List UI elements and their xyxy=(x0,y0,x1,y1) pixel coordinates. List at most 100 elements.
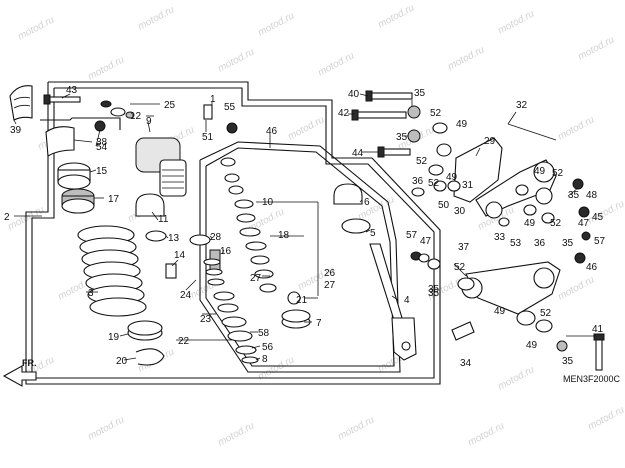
leader-lines xyxy=(13,93,596,361)
callout-49e: 49 xyxy=(494,306,506,317)
watermark-text: motod.ru xyxy=(16,14,56,42)
callout-32: 32 xyxy=(516,100,528,111)
callout-39: 39 xyxy=(10,125,22,136)
watermark-text: motod.ru xyxy=(466,420,506,448)
direction-label: FR. xyxy=(22,358,37,368)
callout-51: 51 xyxy=(202,132,214,143)
callout-35e: 35 xyxy=(562,238,574,249)
nut-35b xyxy=(407,129,421,143)
bearing-52f xyxy=(457,277,475,291)
watermark-text: motod.ru xyxy=(136,4,176,32)
callout-35f: 35 xyxy=(428,288,440,299)
callout-52a: 52 xyxy=(430,108,442,119)
callout-38: 38 xyxy=(96,137,108,148)
watermark-text: motod.ru xyxy=(216,46,256,74)
valve-stack xyxy=(220,157,277,293)
callout-47a: 47 xyxy=(578,218,590,229)
callout-52e: 52 xyxy=(550,218,562,229)
callout-58: 58 xyxy=(258,328,270,339)
callout-16: 16 xyxy=(220,246,232,257)
callout-3: 3 xyxy=(88,288,94,299)
callout-37: 37 xyxy=(458,242,470,253)
callout-11: 11 xyxy=(158,214,169,225)
callout-40: 40 xyxy=(348,89,360,100)
callout-34: 34 xyxy=(460,358,472,369)
watermark-text: motod.ru xyxy=(446,44,486,72)
shim-stack xyxy=(203,258,259,364)
callout-35d: 35 xyxy=(568,190,580,201)
watermark-text: motod.ru xyxy=(556,114,596,142)
callout-42: 42 xyxy=(338,108,350,119)
callout-23: 23 xyxy=(200,314,212,325)
nut-35a xyxy=(407,105,421,119)
callout-49f: 49 xyxy=(526,340,538,351)
callout-49d: 49 xyxy=(524,218,536,229)
callout-29: 29 xyxy=(484,136,496,147)
seal-13 xyxy=(145,230,167,242)
watermark-text: motod.ru xyxy=(336,414,376,442)
callout-9: 9 xyxy=(146,116,152,127)
watermark-text: motod.ru xyxy=(216,420,256,448)
nut-35g xyxy=(556,340,568,352)
callout-35b: 35 xyxy=(396,132,408,143)
callout-35c: 35 xyxy=(428,284,440,295)
callout-13: 13 xyxy=(168,233,180,244)
cap-55 xyxy=(226,122,238,134)
callout-52g: 52 xyxy=(540,308,552,319)
callout-49a: 49 xyxy=(456,119,468,130)
bolt-44 xyxy=(381,148,411,156)
callout-8: 8 xyxy=(262,354,268,365)
callout-41: 41 xyxy=(592,324,604,335)
callout-20: 20 xyxy=(116,356,128,367)
bolt-41 xyxy=(595,335,603,371)
nut-54 xyxy=(94,120,106,132)
callout-33: 33 xyxy=(494,232,506,243)
rubber-boot xyxy=(9,85,33,121)
callout-5: 5 xyxy=(370,228,376,239)
callout-50: 50 xyxy=(438,200,450,211)
ring-28 xyxy=(189,234,211,246)
watermark-text: motod.ru xyxy=(86,54,126,82)
watermark-text: motod.ru xyxy=(316,50,356,78)
coil-spring xyxy=(77,225,147,317)
callout-36a: 36 xyxy=(412,176,424,187)
callout-12: 12 xyxy=(130,111,142,122)
watermark-text: motod.ru xyxy=(256,10,296,38)
callout-4: 4 xyxy=(404,295,410,306)
callout-24: 24 xyxy=(180,290,192,301)
rod-eye xyxy=(391,317,417,361)
collar-34 xyxy=(451,321,475,341)
watermark-text: motod.ru xyxy=(376,2,416,30)
parts xyxy=(2,85,605,387)
callout-47b: 47 xyxy=(420,236,432,247)
callout-46b: 46 xyxy=(586,262,598,273)
callout-52d: 52 xyxy=(552,168,564,179)
callout-21: 21 xyxy=(296,295,308,306)
callout-52c: 52 xyxy=(428,178,440,189)
callout-57b: 57 xyxy=(594,236,606,247)
callout-18: 18 xyxy=(278,230,290,241)
watermark-text: motod.ru xyxy=(286,114,326,142)
callout-26: 26 xyxy=(324,268,336,279)
callout-49c: 49 xyxy=(534,166,546,177)
callout-45: 45 xyxy=(592,212,604,223)
callout-31: 31 xyxy=(462,180,474,191)
watermark-text: motod.ru xyxy=(86,414,126,442)
holder-38 xyxy=(45,126,75,157)
callout-35a: 35 xyxy=(414,88,426,99)
callout-17: 17 xyxy=(108,194,120,205)
callout-56: 56 xyxy=(262,342,274,353)
bladder-11 xyxy=(135,193,165,217)
callout-22: 22 xyxy=(178,336,190,347)
callout-55: 55 xyxy=(224,102,236,113)
callout-52b: 52 xyxy=(416,156,428,167)
watermark-text: motod.ru xyxy=(496,8,536,36)
diagram-code: MEN3F2000C xyxy=(563,374,621,384)
fr-arrow-icon xyxy=(2,365,37,387)
watermark-text: motod.ru xyxy=(586,404,625,432)
callout-46a: 46 xyxy=(266,126,278,137)
callout-7: 7 xyxy=(316,318,322,329)
callout-35g: 35 xyxy=(562,356,574,367)
